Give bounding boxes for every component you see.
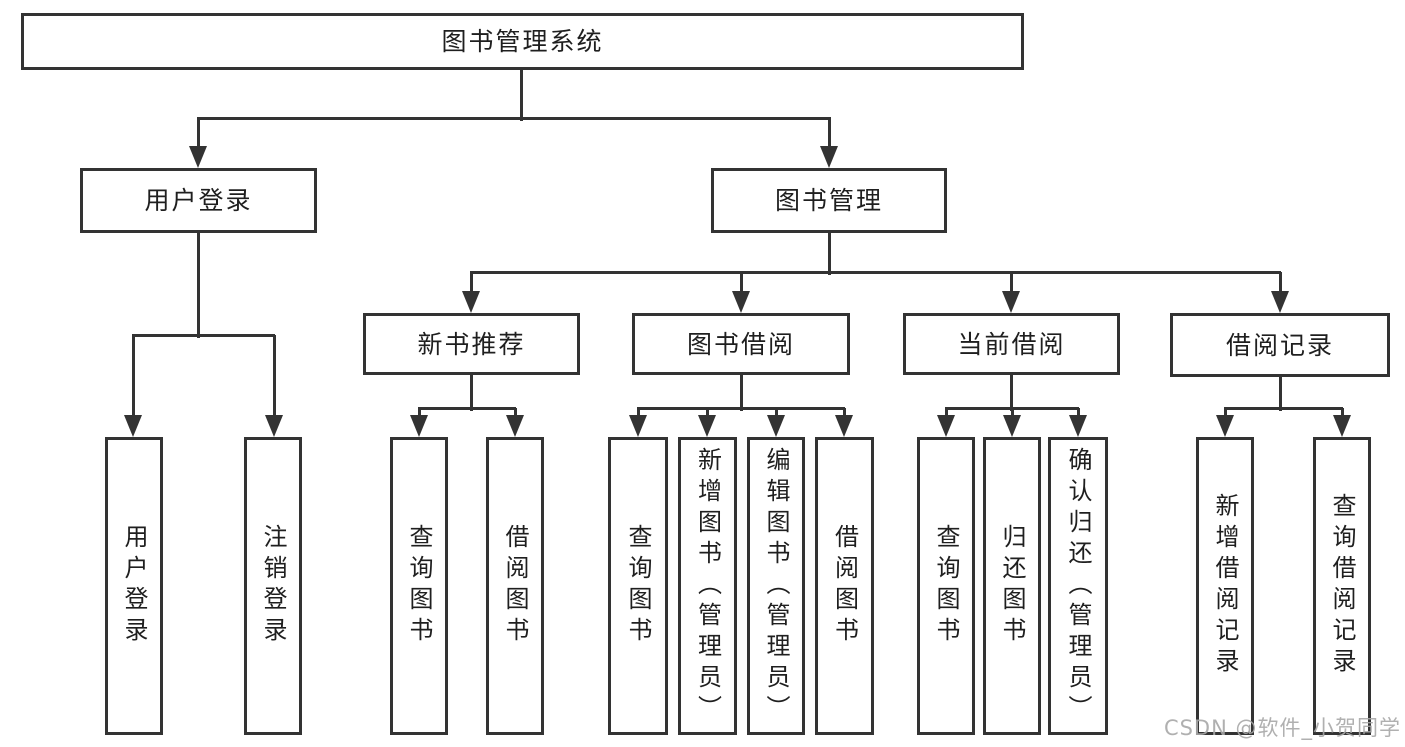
- connector-arrow-line: [1077, 408, 1080, 419]
- arrowhead-down-icon: [629, 415, 647, 437]
- node-leaf-query-borrow-record-label: 查询借阅记录: [1328, 493, 1356, 679]
- arrowhead-down-icon: [820, 146, 838, 168]
- node-leaf-add-book-admin: 新增图书（管理员）: [678, 437, 737, 735]
- connector-stem: [740, 373, 743, 411]
- connector-stem: [197, 231, 200, 338]
- node-leaf-add-book-admin-label: 新增图书（管理员）: [693, 446, 722, 726]
- connector-branch-line: [470, 271, 1281, 274]
- node-leaf-query-borrow-record: 查询借阅记录: [1313, 437, 1371, 735]
- connector-arrow-line: [740, 272, 743, 295]
- connector-branch-line: [197, 117, 831, 120]
- connector-arrow-line: [470, 272, 473, 295]
- node-leaf-query-books-1-label: 查询图书: [405, 524, 433, 648]
- node-leaf-query-books-3: 查询图书: [917, 437, 975, 735]
- node-leaf-logout-label: 注销登录: [259, 524, 287, 648]
- arrowhead-down-icon: [462, 291, 480, 313]
- node-book-management: 图书管理: [711, 168, 947, 233]
- node-borrowing-records: 借阅记录: [1170, 313, 1390, 377]
- connector-stem: [1010, 373, 1013, 411]
- connector-arrow-line: [1011, 408, 1014, 419]
- arrowhead-down-icon: [124, 415, 142, 437]
- node-user-login-label: 用户登录: [144, 186, 253, 215]
- connector-arrow-line: [132, 335, 135, 419]
- connector-arrow-line: [706, 408, 709, 419]
- connector-stem: [520, 68, 523, 121]
- connector-branch-line: [418, 407, 516, 410]
- node-root-label: 图书管理系统: [441, 27, 604, 56]
- node-leaf-query-books-2: 查询图书: [608, 437, 668, 735]
- node-leaf-edit-book-admin-label: 编辑图书（管理员）: [762, 446, 790, 726]
- node-borrowing-records-label: 借阅记录: [1225, 330, 1334, 360]
- node-root: 图书管理系统: [21, 13, 1024, 70]
- node-user-login: 用户登录: [80, 168, 317, 233]
- connector-arrow-line: [1010, 272, 1013, 295]
- node-leaf-borrow-books-2: 借阅图书: [815, 437, 874, 735]
- node-leaf-logout: 注销登录: [244, 437, 302, 735]
- node-leaf-return-book-label: 归还图书: [998, 524, 1026, 648]
- connector-branch-line: [637, 407, 845, 410]
- arrowhead-down-icon: [265, 415, 283, 437]
- node-current-borrowing: 当前借阅: [903, 313, 1120, 375]
- arrowhead-down-icon: [1002, 291, 1020, 313]
- node-leaf-borrow-books-2-label: 借阅图书: [830, 524, 859, 648]
- connector-arrow-line: [514, 408, 517, 419]
- connector-arrow-line: [197, 118, 200, 150]
- connector-arrow-line: [273, 335, 276, 419]
- arrowhead-down-icon: [698, 415, 716, 437]
- connector-arrow-line: [418, 408, 421, 419]
- node-leaf-query-books-3-label: 查询图书: [932, 524, 960, 648]
- arrowhead-down-icon: [835, 415, 853, 437]
- node-book-management-label: 图书管理: [774, 186, 883, 215]
- node-book-borrowing-label: 图书借阅: [686, 329, 795, 359]
- node-leaf-confirm-return-admin: 确认归还（管理员）: [1048, 437, 1108, 735]
- connector-stem: [470, 373, 473, 411]
- node-leaf-add-borrow-record: 新增借阅记录: [1196, 437, 1254, 735]
- node-leaf-confirm-return-admin-label: 确认归还（管理员）: [1064, 446, 1092, 726]
- node-leaf-borrow-books-1: 借阅图书: [486, 437, 544, 735]
- arrowhead-down-icon: [506, 415, 524, 437]
- node-leaf-add-borrow-record-label: 新增借阅记录: [1211, 493, 1239, 679]
- arrowhead-down-icon: [1271, 291, 1289, 313]
- arrowhead-down-icon: [1216, 415, 1234, 437]
- connector-stem: [828, 231, 831, 275]
- arrowhead-down-icon: [410, 415, 428, 437]
- arrowhead-down-icon: [1003, 415, 1021, 437]
- connector-arrow-line: [828, 118, 831, 150]
- connector-branch-line: [132, 334, 275, 337]
- connector-branch-line: [1224, 407, 1343, 410]
- node-leaf-borrow-books-1-label: 借阅图书: [501, 524, 529, 648]
- node-leaf-edit-book-admin: 编辑图书（管理员）: [747, 437, 805, 735]
- connector-arrow-line: [945, 408, 948, 419]
- arrowhead-down-icon: [937, 415, 955, 437]
- node-leaf-return-book: 归还图书: [983, 437, 1041, 735]
- node-current-borrowing-label: 当前借阅: [957, 329, 1066, 359]
- arrowhead-down-icon: [1333, 415, 1351, 437]
- node-book-borrowing: 图书借阅: [632, 313, 850, 375]
- connector-arrow-line: [1341, 408, 1344, 419]
- connector-arrow-line: [1224, 408, 1227, 419]
- connector-arrow-line: [775, 408, 778, 419]
- node-leaf-query-books-1: 查询图书: [390, 437, 448, 735]
- node-leaf-user-login-label: 用户登录: [120, 524, 148, 648]
- node-leaf-query-books-2-label: 查询图书: [624, 524, 652, 648]
- arrowhead-down-icon: [732, 291, 750, 313]
- csdn-watermark: CSDN @软件_小贺同学: [1163, 716, 1401, 740]
- arrowhead-down-icon: [189, 146, 207, 168]
- node-new-book-recommend-label: 新书推荐: [417, 329, 526, 359]
- node-leaf-user-login: 用户登录: [105, 437, 163, 735]
- arrowhead-down-icon: [1069, 415, 1087, 437]
- node-new-book-recommend: 新书推荐: [363, 313, 580, 375]
- connector-arrow-line: [843, 408, 846, 419]
- connector-arrow-line: [1279, 272, 1282, 295]
- arrowhead-down-icon: [767, 415, 785, 437]
- connector-arrow-line: [637, 408, 640, 419]
- connector-stem: [1279, 373, 1282, 411]
